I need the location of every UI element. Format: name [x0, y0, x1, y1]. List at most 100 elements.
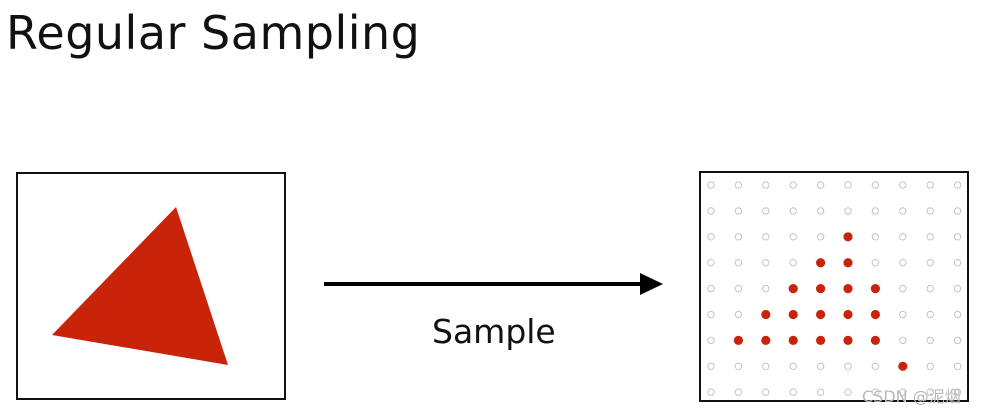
sample-point-empty — [844, 207, 852, 215]
sample-point-empty — [871, 388, 880, 396]
sample-point-empty — [926, 259, 934, 267]
sample-point-empty — [789, 181, 797, 189]
sample-point-covered — [816, 258, 826, 268]
sample-point-empty — [926, 284, 934, 293]
sample-point-empty — [926, 207, 934, 215]
sample-point-covered — [870, 309, 880, 320]
sample-point-empty — [871, 259, 880, 267]
sample-point-empty — [816, 233, 825, 241]
sample-point-empty — [953, 388, 962, 396]
sample-point-empty — [926, 181, 934, 189]
slide-title: Regular Sampling — [6, 6, 421, 60]
sample-point-covered — [870, 284, 880, 294]
sample-point-covered — [761, 335, 771, 345]
sample-point-empty — [844, 181, 852, 189]
sample-point-empty — [762, 259, 770, 267]
sample-point-empty — [953, 181, 962, 189]
sample-point-covered — [843, 309, 853, 320]
sample-point-empty — [734, 207, 743, 215]
sample-point-empty — [899, 233, 907, 241]
sample-point-empty — [762, 233, 770, 241]
sample-point-empty — [844, 388, 852, 396]
sample-point-empty — [899, 207, 907, 215]
sample-point-empty — [844, 362, 852, 371]
sample-point-empty — [789, 388, 797, 396]
sample-point-covered — [870, 335, 880, 345]
sample-point-empty — [926, 336, 934, 345]
sample-point-empty — [816, 181, 825, 189]
sample-point-empty — [789, 362, 797, 371]
sample-point-empty — [762, 284, 770, 293]
sample-point-covered — [843, 284, 853, 294]
sample-point-covered — [843, 232, 853, 242]
sample-point-empty — [899, 284, 907, 293]
sample-point-empty — [953, 362, 962, 371]
sample-point-empty — [762, 207, 770, 215]
sample-point-empty — [816, 362, 825, 371]
sample-point-empty — [926, 310, 934, 319]
sampled-grid-panel — [699, 171, 969, 402]
sample-point-empty — [816, 207, 825, 215]
sample-point-empty — [926, 388, 934, 396]
sample-point-empty — [707, 233, 715, 241]
sample-point-empty — [707, 207, 715, 215]
sample-point-empty — [953, 336, 962, 345]
sample-point-covered — [761, 309, 771, 320]
sample-point-empty — [762, 388, 770, 396]
sample-point-empty — [734, 259, 743, 267]
sample-point-empty — [734, 284, 743, 293]
sample-point-covered — [788, 284, 798, 294]
sample-point-covered — [788, 309, 798, 320]
sample-point-empty — [789, 207, 797, 215]
sample-point-empty — [953, 207, 962, 215]
sample-point-covered — [898, 361, 908, 371]
sample-point-covered — [816, 284, 826, 294]
sample-point-empty — [734, 310, 743, 319]
sample-point-empty — [707, 310, 715, 319]
triangle-canvas — [52, 207, 228, 365]
sample-point-empty — [953, 233, 962, 241]
sample-point-empty — [707, 388, 715, 396]
continuous-signal-panel — [16, 172, 286, 400]
sample-point-covered — [733, 335, 743, 345]
watermark: CSDN @泥烟 — [862, 387, 961, 406]
sample-point-empty — [871, 181, 880, 189]
sample-point-empty — [899, 388, 907, 396]
sample-point-grid — [707, 181, 962, 396]
sample-point-empty — [707, 259, 715, 267]
sample-point-empty — [734, 388, 743, 396]
sample-point-covered — [816, 335, 826, 345]
sample-point-empty — [899, 336, 907, 345]
sample-point-empty — [734, 181, 743, 189]
sample-point-empty — [762, 362, 770, 371]
sample-point-covered — [843, 258, 853, 268]
sample-point-empty — [899, 259, 907, 267]
sample-point-empty — [871, 233, 880, 241]
sample-point-empty — [707, 284, 715, 293]
sample-point-covered — [788, 335, 798, 345]
sample-point-empty — [926, 233, 934, 241]
red-triangle — [52, 207, 228, 365]
sample-point-empty — [871, 207, 880, 215]
sample-point-empty — [899, 310, 907, 319]
sample-point-empty — [789, 259, 797, 267]
sample-point-empty — [953, 310, 962, 319]
sample-point-empty — [953, 259, 962, 267]
sample-point-empty — [707, 362, 715, 371]
sample-label: Sample — [432, 312, 556, 351]
sample-point-empty — [707, 181, 715, 189]
sample-point-empty — [762, 181, 770, 189]
sample-point-empty — [734, 233, 743, 241]
sample-point-empty — [816, 388, 825, 396]
sample-point-empty — [734, 362, 743, 371]
sample-point-empty — [871, 362, 880, 371]
sample-point-covered — [843, 335, 853, 345]
sample-point-empty — [926, 362, 934, 371]
sample-point-covered — [816, 309, 826, 320]
sampling-arrow — [322, 270, 667, 298]
sample-point-empty — [707, 336, 715, 345]
sample-point-empty — [953, 284, 962, 293]
arrow-right-icon — [324, 273, 663, 295]
sample-point-empty — [789, 233, 797, 241]
sample-point-empty — [899, 181, 907, 189]
